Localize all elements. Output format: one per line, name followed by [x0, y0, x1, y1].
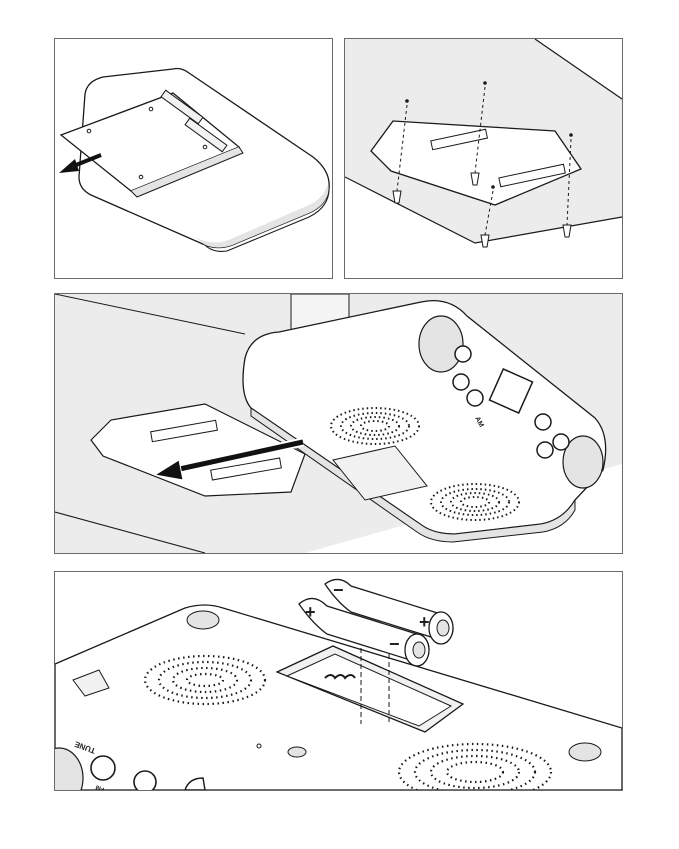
- radio-button: [537, 442, 553, 458]
- rubber-foot: [187, 611, 219, 629]
- radio-button: [455, 346, 471, 362]
- battery-plus-sign: +: [419, 612, 430, 632]
- reset-button: [288, 747, 306, 757]
- speaker-grille-left: [329, 406, 421, 446]
- step-4-insert-batteries-panel: − + + − TUNE FM: [54, 571, 623, 791]
- radio-button: [134, 771, 156, 790]
- battery-minus-sign: −: [389, 634, 400, 654]
- rubber-foot: [569, 743, 601, 761]
- step-3-attach-radio-panel: AM: [54, 293, 623, 554]
- step-1-illustration: [55, 39, 332, 278]
- step-3-illustration: AM: [55, 294, 622, 553]
- tune-button: [91, 756, 115, 780]
- step-2-illustration: [345, 39, 622, 278]
- radio-button: [453, 374, 469, 390]
- battery-minus-sign: −: [333, 580, 344, 600]
- battery-plus-sign: +: [305, 602, 316, 622]
- step-2-mount-bracket-panel: [344, 38, 623, 279]
- radio-end-cap-left: [419, 316, 463, 372]
- radio-button: [467, 390, 483, 406]
- radio-button: [553, 434, 569, 450]
- step-4-illustration: − + + − TUNE FM: [55, 572, 622, 790]
- step-1-remove-bracket-panel: [54, 38, 333, 279]
- radio-button: [535, 414, 551, 430]
